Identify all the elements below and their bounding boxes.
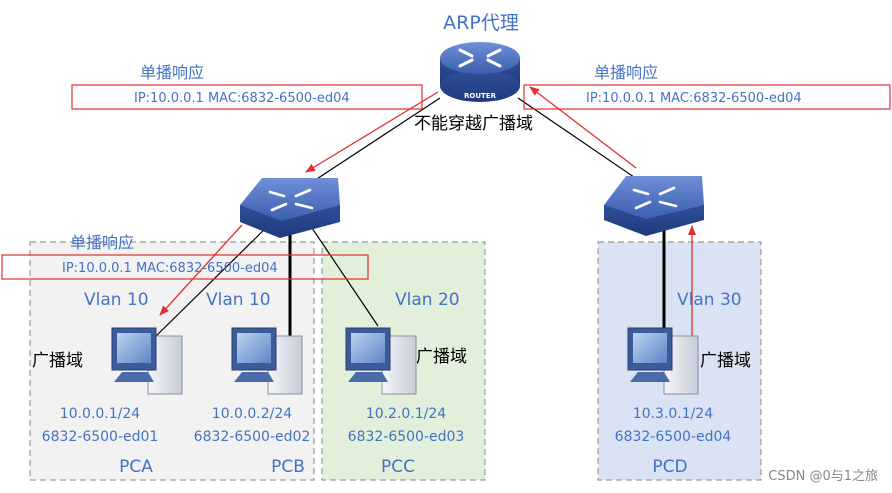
switch-right-arrows-icon <box>632 186 678 210</box>
cross-domain-note: 不能穿越广播域 <box>414 114 533 134</box>
router-badge: ROUTER <box>464 92 497 100</box>
vlan-label-20: Vlan 20 <box>395 290 460 310</box>
pcb-name: PCB <box>271 457 305 477</box>
arrow-switch2-to-router <box>529 86 637 169</box>
link-switch1-pcc <box>307 221 379 327</box>
pcb-mac: 6832-6500-ed02 <box>194 429 311 445</box>
arrow-switch1-to-pca <box>159 224 243 316</box>
pca-mac: 6832-6500-ed01 <box>42 429 159 445</box>
response-text-right-top: IP:10.0.0.1 MAC:6832-6500-ed04 <box>586 91 802 106</box>
pcd-name: PCD <box>652 457 687 477</box>
pcc-name: PCC <box>381 457 415 477</box>
response-box-right-top <box>523 84 891 110</box>
pcc-mac: 6832-6500-ed03 <box>348 429 465 445</box>
vlan-label-10a: Vlan 10 <box>84 290 149 310</box>
response-label-right-top: 单播响应 <box>594 63 658 82</box>
watermark: CSDN @0与1之旅 <box>768 469 878 484</box>
broadcast-domain-label-vlan10: 广播域 <box>32 351 83 371</box>
router-arrows-icon <box>458 48 502 68</box>
switch-left-arrows-icon <box>268 188 314 212</box>
vlan-label-30: Vlan 30 <box>677 290 742 310</box>
pc-pcb-icon <box>231 327 303 395</box>
pca-name: PCA <box>119 457 153 477</box>
pcc-ip: 10.2.0.1/24 <box>366 406 447 422</box>
switch-right <box>604 176 704 236</box>
switch-left <box>240 178 340 238</box>
vlan-label-10b: Vlan 10 <box>206 290 271 310</box>
pca-ip: 10.0.0.1/24 <box>60 406 141 422</box>
broadcast-domain-label-vlan20: 广播域 <box>416 347 467 367</box>
pc-pcc-icon <box>345 327 417 395</box>
response-box-left-top <box>71 84 423 110</box>
pcd-mac: 6832-6500-ed04 <box>615 429 732 445</box>
link-router-switch1 <box>299 97 441 191</box>
response-text-left-top: IP:10.0.0.1 MAC:6832-6500-ed04 <box>134 91 350 106</box>
response-label-left-mid: 单播响应 <box>70 233 134 252</box>
arrow-router-to-switch1 <box>305 91 439 173</box>
link-switch1-pca <box>151 221 273 341</box>
link-router-switch2 <box>517 97 651 189</box>
response-text-left-mid: IP:10.0.0.1 MAC:6832-6500-ed04 <box>62 261 278 276</box>
pcb-ip: 10.0.0.2/24 <box>212 406 293 422</box>
pc-pcd-icon <box>627 327 699 395</box>
router-title: ARP代理 <box>443 12 519 34</box>
response-box-left-mid <box>1 254 369 280</box>
pc-pca-icon <box>111 327 183 395</box>
response-label-left-top: 单播响应 <box>140 63 204 82</box>
pcd-ip: 10.3.0.1/24 <box>633 406 714 422</box>
router-device: ROUTER <box>440 42 520 102</box>
broadcast-domain-label-vlan30: 广播域 <box>700 351 751 371</box>
